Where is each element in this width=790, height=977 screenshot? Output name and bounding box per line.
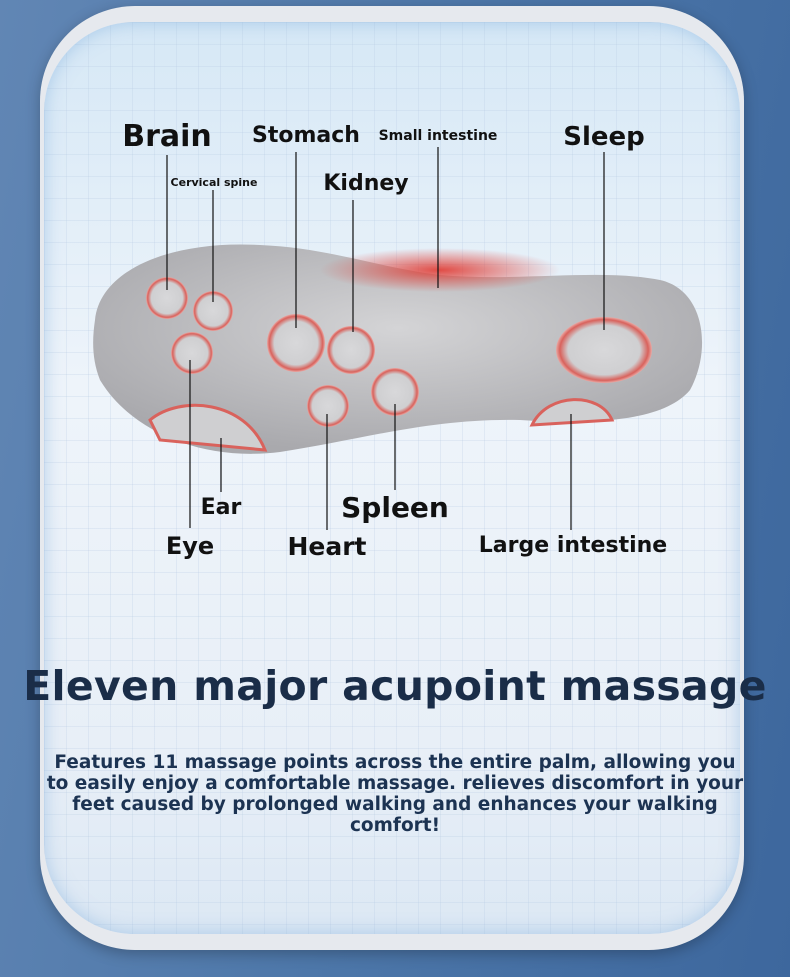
ear-zone [148, 403, 268, 452]
point-cervical-spine [193, 291, 233, 331]
label-eye: Eye [165, 532, 215, 560]
card-panel [44, 22, 740, 934]
label-spleen: Spleen [341, 491, 449, 524]
label-sleep: Sleep [563, 122, 645, 152]
label-heart: Heart [287, 532, 367, 561]
label-ear: Ear [200, 495, 242, 520]
large-intestine-zone [529, 398, 615, 427]
label-small-intestine: Small intestine [378, 128, 498, 144]
point-kidney [327, 326, 375, 374]
point-heart [307, 385, 349, 427]
label-stomach: Stomach [252, 123, 360, 148]
point-stomach [267, 314, 325, 372]
headline: Eleven major acupoint massage [23, 662, 767, 710]
label-cervical-spine: Cervical spine [170, 176, 258, 189]
label-kidney: Kidney [323, 171, 409, 196]
insole-shape [93, 244, 703, 454]
point-brain [146, 277, 188, 319]
small-intestine-zone [320, 248, 560, 292]
point-sleep [556, 317, 652, 383]
label-large-intestine: Large intestine [478, 533, 668, 558]
point-eye [171, 332, 213, 374]
label-brain: Brain [122, 119, 212, 154]
point-spleen [371, 368, 419, 416]
description: Features 11 massage points across the en… [46, 752, 744, 836]
leader-lines [166, 147, 605, 530]
